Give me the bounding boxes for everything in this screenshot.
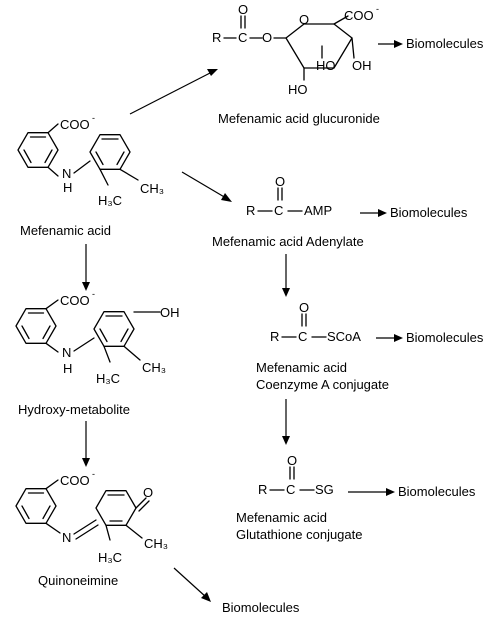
glucuronide-caption: Mefenamic acid glucuronide	[218, 111, 380, 126]
arrow-adenylate-biomolecules	[360, 209, 387, 217]
glucuronide-biomolecules-label: Biomolecules	[406, 36, 484, 51]
gsh-caption-line2: Glutathione conjugate	[236, 527, 362, 542]
c-label: C	[274, 203, 283, 218]
glucuronide-structure: R C O O O COO - HO HO OH	[212, 2, 379, 97]
methyl-left-label: H₃C	[98, 550, 122, 565]
methyl-right-label: CH₃	[144, 536, 168, 551]
hydroxy-metabolite-caption: Hydroxy-metabolite	[18, 402, 130, 417]
adenylate-structure: R C O AMP	[246, 174, 332, 218]
r-label: R	[270, 329, 279, 344]
nh-h-label: H	[63, 180, 72, 195]
coa-caption-line1: Mefenamic acid	[256, 360, 347, 375]
r-label: R	[246, 203, 255, 218]
methyl-left-label: H₃C	[98, 193, 122, 208]
carboxylate-label: COO	[344, 8, 374, 23]
charge-label: -	[376, 4, 379, 14]
methyl-left-label: H₃C	[96, 371, 120, 386]
carboxylate-label: COO	[60, 473, 90, 488]
hydroxy-metabolite-structure: COO - N H OH H₃C CH₃	[15, 289, 180, 386]
r-label: R	[212, 30, 221, 45]
arrow-gsh-biomolecules	[348, 488, 395, 496]
arrow-coa-biomolecules	[376, 334, 403, 342]
arrow-to-quinoneimine	[82, 421, 90, 467]
arrow-to-hydroxy-metabolite	[82, 244, 90, 291]
coa-caption-line2: Coenzyme A conjugate	[256, 377, 389, 392]
arrow-to-coa	[282, 254, 290, 297]
c-label: C	[298, 329, 307, 344]
adenylate-biomolecules-label: Biomolecules	[390, 205, 468, 220]
scoa-label: SCoA	[327, 329, 361, 344]
ring-o-label: O	[299, 12, 309, 27]
nh-n-label: N	[62, 166, 71, 181]
hydroxyl-label: OH	[160, 305, 180, 320]
quinoneimine-caption: Quinoneimine	[38, 573, 118, 588]
ketone-o-label: O	[143, 485, 153, 500]
right-benzene-ring	[89, 134, 131, 170]
nh-h-label: H	[63, 361, 72, 376]
charge-label: -	[92, 469, 95, 479]
charge-label: -	[92, 289, 95, 299]
r-label: R	[258, 482, 267, 497]
nh-n-label: N	[62, 345, 71, 360]
arrow-to-gsh	[282, 399, 290, 445]
methyl-right-label: CH₃	[142, 360, 166, 375]
arrow-quinone-biomolecules	[173, 567, 211, 602]
c-label: C	[286, 482, 295, 497]
gsh-structure: R C O SG	[258, 453, 334, 497]
coa-biomolecules-label: Biomolecules	[406, 330, 484, 345]
carboxylate-label: COO	[60, 117, 90, 132]
carbonyl-o-label: O	[238, 2, 248, 17]
mefenamic-acid-structure: COO - N H H₃C CH₃	[17, 113, 164, 208]
amp-label: AMP	[304, 203, 332, 218]
o-label: O	[287, 453, 297, 468]
arrow-to-glucuronide	[129, 69, 218, 115]
arrow-to-adenylate	[181, 171, 232, 202]
quinoneimine-structure: COO - N O H₃C CH₃	[15, 469, 168, 565]
adenylate-caption: Mefenamic acid Adenylate	[212, 234, 364, 249]
o-label: O	[299, 300, 309, 315]
arrow-glucuronide-biomolecules	[378, 40, 403, 48]
ho-2-label: HO	[316, 58, 336, 73]
c-label: C	[238, 30, 247, 45]
imine-n-label: N	[62, 530, 71, 545]
sg-label: SG	[315, 482, 334, 497]
methyl-right-label: CH₃	[140, 181, 164, 196]
carboxylate-label: COO	[60, 293, 90, 308]
coa-structure: R C O SCoA	[270, 300, 361, 344]
o-label: O	[275, 174, 285, 189]
charge-label: -	[92, 113, 95, 123]
gsh-biomolecules-label: Biomolecules	[398, 484, 476, 499]
mefenamic-acid-caption: Mefenamic acid	[20, 223, 111, 238]
gsh-caption-line1: Mefenamic acid	[236, 510, 327, 525]
ester-o-label: O	[262, 30, 272, 45]
oh-label: OH	[352, 58, 372, 73]
left-benzene-ring	[17, 132, 59, 168]
quinone-biomolecules-label: Biomolecules	[222, 600, 300, 615]
ho-1-label: HO	[288, 82, 308, 97]
